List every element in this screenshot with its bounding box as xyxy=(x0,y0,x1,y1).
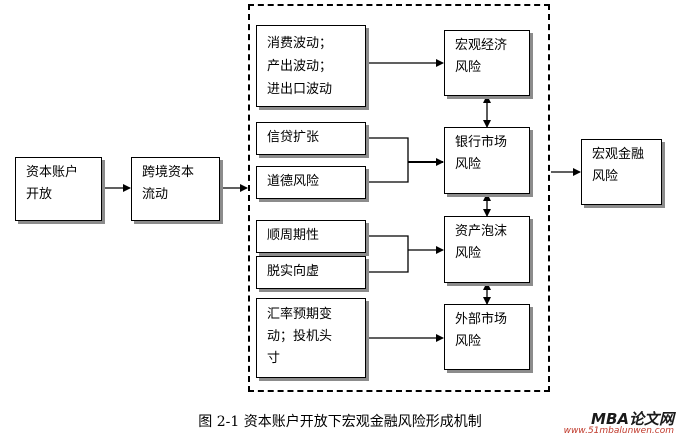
node-consumption-output-trade-fluctuation: 消费波动； 产出波动； 进出口波动 xyxy=(256,25,366,107)
watermark-url: www.51mbalunwen.com xyxy=(563,426,674,436)
node-capital-account-opening: 资本账户 开放 xyxy=(15,157,102,221)
node-credit-expansion: 信贷扩张 xyxy=(256,122,366,155)
connector-credit xyxy=(366,137,409,162)
node-bank-market-risk: 银行市场 风险 xyxy=(444,127,530,194)
connector-decoupling xyxy=(366,250,409,273)
node-asset-bubble-risk: 资产泡沫 风险 xyxy=(444,216,530,283)
node-macro-financial-risk: 宏观金融 风险 xyxy=(581,139,662,205)
connector-procyclical xyxy=(366,235,409,250)
node-moral-hazard: 道德风险 xyxy=(256,166,366,199)
figure-caption: 图 2-1 资本账户开放下宏观金融风险形成机制 xyxy=(198,414,482,430)
node-macro-economic-risk: 宏观经济 风险 xyxy=(444,30,530,96)
node-exchange-rate-speculation: 汇率预期变 动；投机头 寸 xyxy=(256,298,366,378)
node-shift-from-real-economy: 脱实向虚 xyxy=(256,256,366,289)
connector-moral xyxy=(366,162,409,183)
node-procyclicality: 顺周期性 xyxy=(256,220,366,253)
node-external-market-risk: 外部市场 风险 xyxy=(444,304,530,370)
watermark-brand: MBA论文网 xyxy=(591,410,674,428)
node-cross-border-capital-flow: 跨境资本 流动 xyxy=(131,157,220,221)
mechanism-group-border xyxy=(248,4,550,392)
